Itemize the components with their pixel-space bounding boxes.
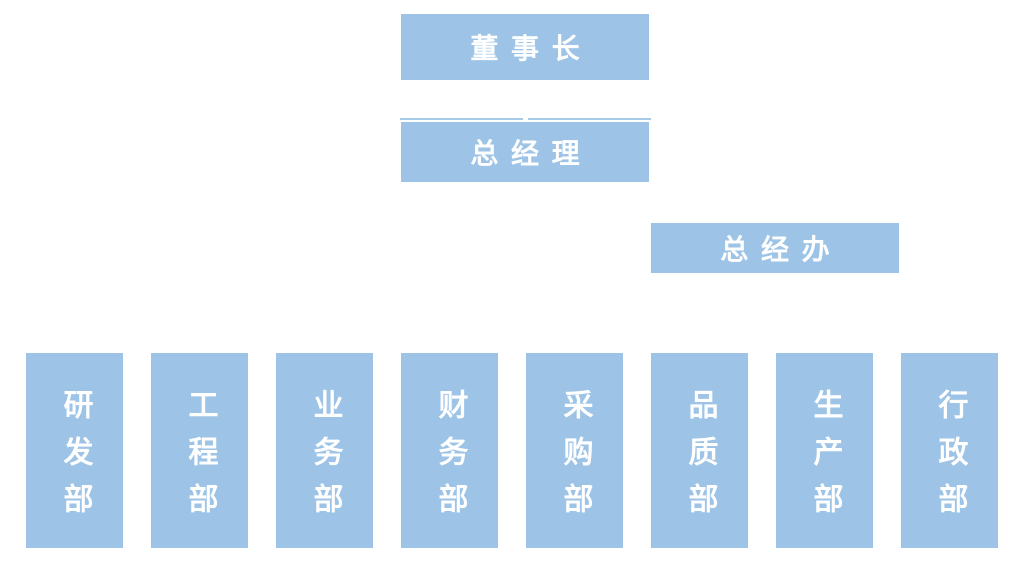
org-node-dept-business: 业务部 bbox=[276, 353, 373, 548]
org-node-dept-rd: 研发部 bbox=[26, 353, 123, 548]
org-node-dept-procurement: 采购部 bbox=[526, 353, 623, 548]
org-node-general-manager: 总经理 bbox=[401, 122, 649, 182]
org-node-dept-production: 生产部 bbox=[776, 353, 873, 548]
org-node-dept-admin: 行政部 bbox=[901, 353, 998, 548]
org-node-chairman: 董事长 bbox=[401, 14, 649, 80]
org-node-dept-quality: 品质部 bbox=[651, 353, 748, 548]
org-node-dept-finance: 财务部 bbox=[401, 353, 498, 548]
connector-line-right bbox=[528, 118, 651, 120]
departments-row: 研发部 工程部 业务部 财务部 采购部 品质部 生产部 行政部 bbox=[26, 353, 998, 548]
connector-line-left bbox=[400, 118, 523, 120]
org-node-dept-engineering: 工程部 bbox=[151, 353, 248, 548]
org-node-gm-office: 总经办 bbox=[651, 223, 899, 273]
